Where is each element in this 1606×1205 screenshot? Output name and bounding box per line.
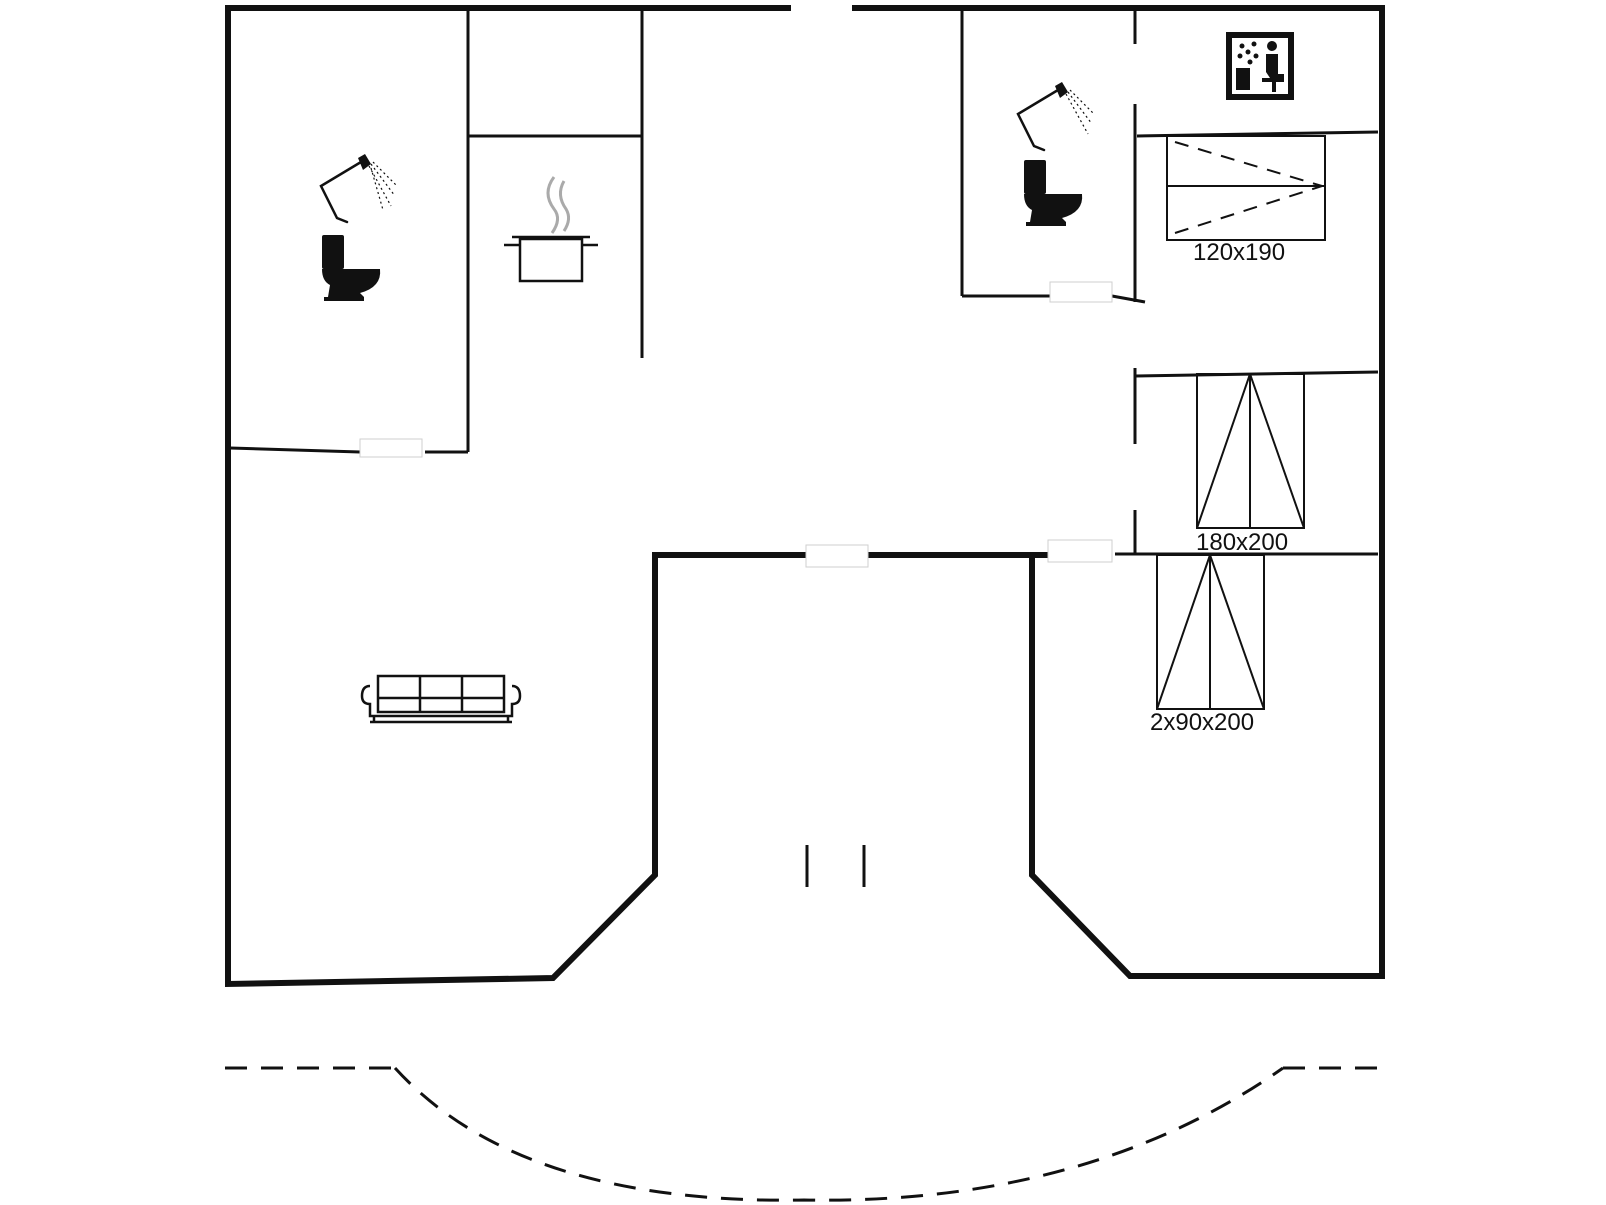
bed-180x200: 180x200	[1196, 373, 1305, 556]
bed-label-2x90x200: 2x90x200	[1150, 709, 1254, 736]
sofa-icon	[360, 674, 522, 724]
terrace-outline	[225, 1066, 1385, 1202]
bed-label-120x190: 120x190	[1193, 239, 1285, 266]
shower-icon	[319, 154, 398, 224]
toilet-icon	[1024, 160, 1083, 226]
toilet-icon	[322, 235, 381, 301]
door-bedroom	[1047, 539, 1113, 563]
outer-walls	[225, 5, 1385, 988]
door-right-bathroom	[1049, 281, 1113, 303]
bed-label-180x200: 180x200	[1196, 529, 1288, 556]
bed-2x90x200: 2x90x200	[1150, 554, 1265, 736]
kitchen-pot-icon	[504, 176, 598, 283]
door-openings	[359, 281, 1113, 568]
bed-120x190: 120x190	[1166, 135, 1326, 266]
door-entry	[805, 544, 869, 568]
door-left-bathroom	[359, 438, 423, 458]
sauna-icon	[1226, 32, 1294, 100]
shower-icon	[1016, 82, 1095, 152]
